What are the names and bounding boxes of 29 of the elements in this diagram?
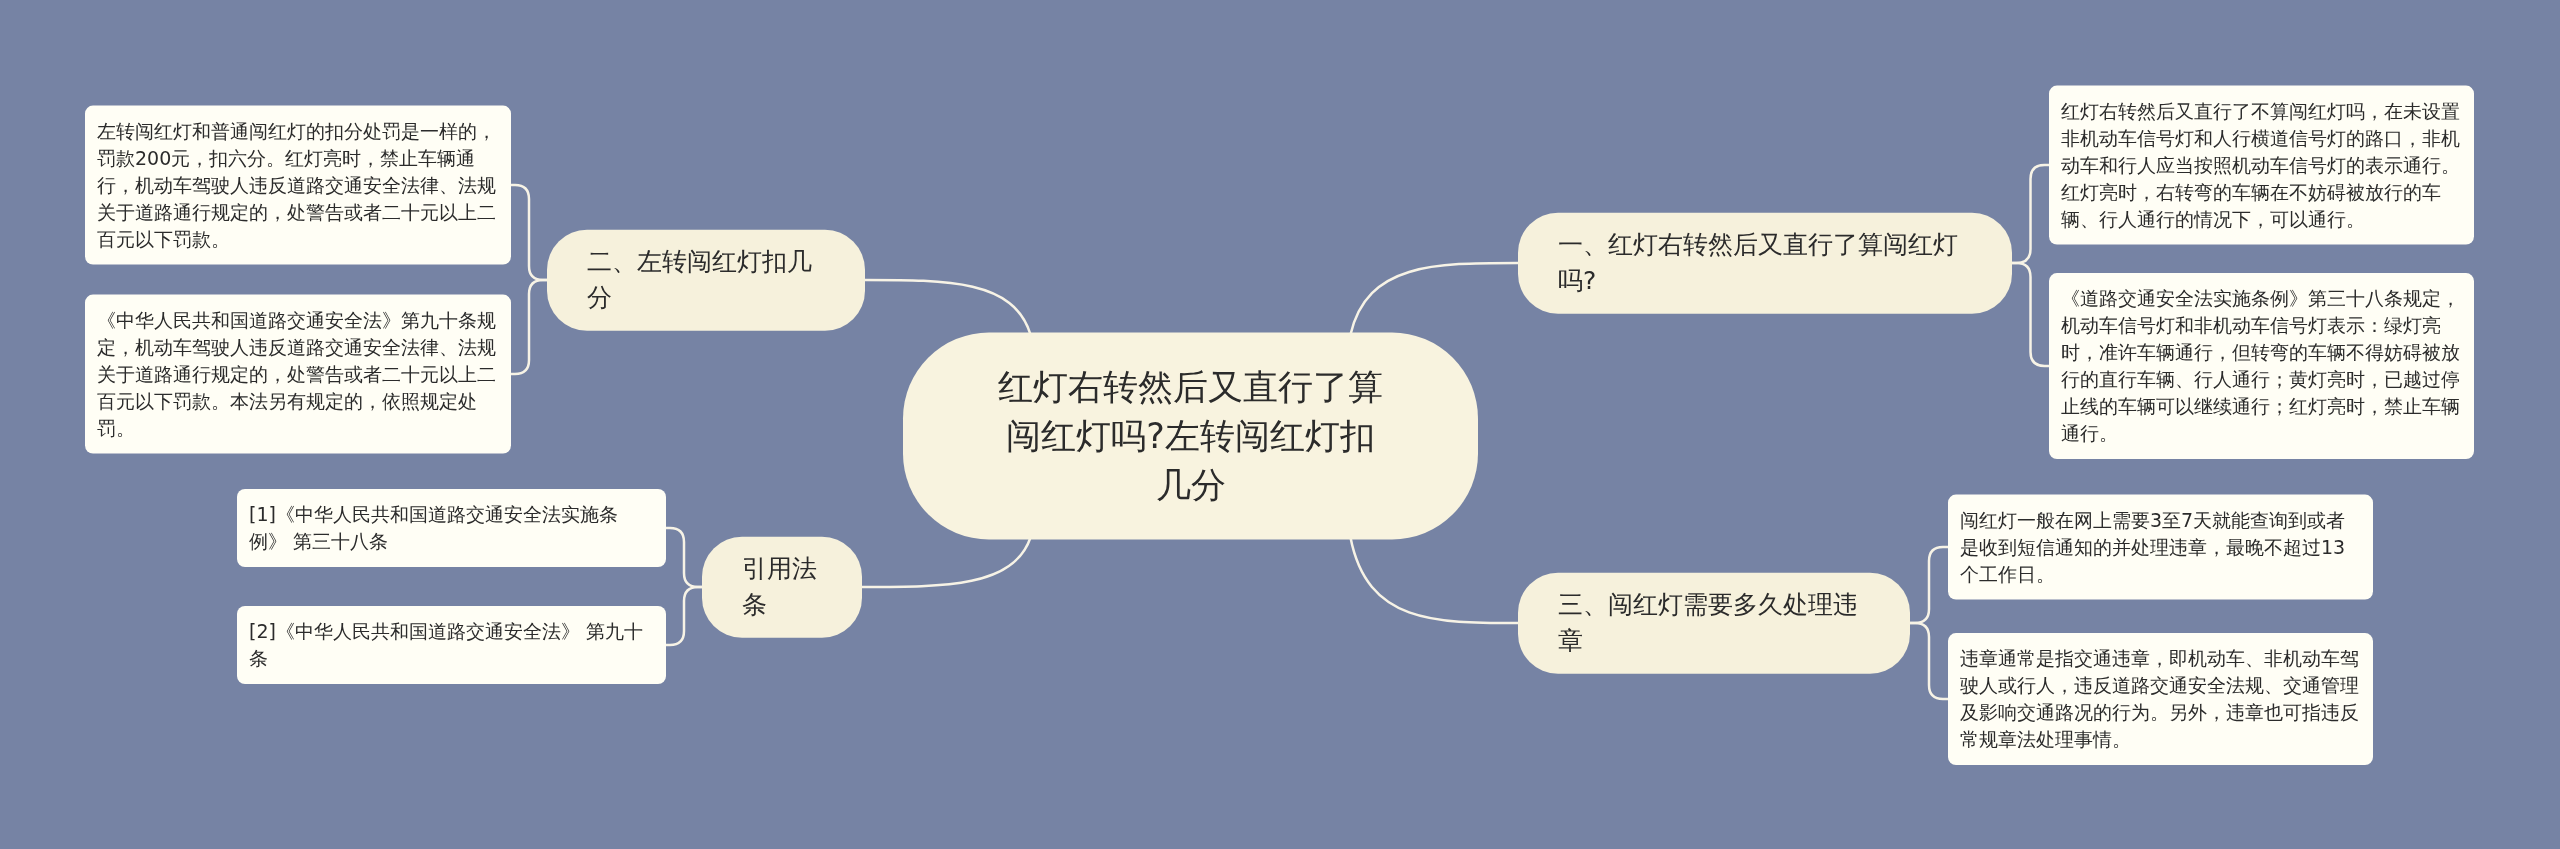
topic-text: 红灯右转然后又直行了算闯红灯吗?左转闯红灯扣几分 — [997, 365, 1384, 507]
topic-text: 二、左转闯红灯扣几分 — [587, 245, 813, 314]
note-card — [2049, 273, 2474, 459]
topic-text: [2]《中华人民共和国道路交通安全法》 第九十条 — [249, 619, 644, 671]
topic-text: [1]《中华人民共和国道路交通安全法实施条例》 第三十八条 — [249, 502, 619, 554]
topic-text: 左转闯红灯和普通闯红灯的扣分处罚是一样的，罚款200元，扣六分。红灯亮时，禁止车辆通行，机动车驾驶人违反道路交通安全法律、法规关于道路通行规定的，处警告或者二十元以上二百元以下罚款。 — [97, 118, 497, 252]
topic-text: 引用法条 — [742, 552, 818, 621]
note-card — [85, 105, 511, 265]
note-card — [85, 294, 511, 454]
note-card — [2049, 85, 2474, 245]
connector-line — [666, 585, 702, 647]
topic-text: 红灯右转然后又直行了不算闯红灯吗，在未设置非机动车信号灯和人行横道信号灯的路口，非机动车和行人应当按照机动车信号灯的表示通行。红灯亮时，右转弯的车辆在不妨碍被放行的车辆、行人通行的情况下，可以通行。 — [2061, 98, 2461, 232]
branch-topic — [1518, 572, 1910, 674]
topic-text: 《道路交通安全法实施条例》第三十八条规定，机动车信号灯和非机动车信号灯表示：绿灯亮时，准许车辆通行，但转弯的车辆不得妨碍被放行的直行车辆、行人通行；黄灯亮时，已越过停止线的车辆可以继续通行；红灯亮时，禁止车辆通行。 — [2061, 286, 2461, 446]
topic-text: 《中华人民共和国道路交通安全法》第九十条规定，机动车驾驶人违反道路交通安全法律、法规关于道路通行规定的，处警告或者二十元以上二百元以下罚款。本法另有规定的，依照规定处罚。 — [97, 307, 497, 441]
branch-topic — [1518, 212, 2012, 314]
connector-line — [865, 278, 1032, 335]
topic-text: 三、闯红灯需要多久处理违章 — [1558, 588, 1859, 657]
note-card — [237, 606, 666, 684]
branch-topic — [547, 229, 865, 331]
connector-line — [1349, 261, 1518, 335]
topic-text: 闯红灯一般在网上需要3至7天就能查询到或者是收到短信通知的并处理违章，最晚不超过13个工作日。 — [1960, 507, 2347, 587]
topic-text: 一、红灯右转然后又直行了算闯红灯吗? — [1558, 228, 1959, 297]
note-card — [1948, 494, 2373, 600]
note-card — [1948, 633, 2373, 765]
topic-text: 违章通常是指交通违章，即机动车、非机动车驾驶人或行人，违反道路交通安全法规、交通管理及影响交通路况的行为。另外，违章也可指违反常规章法处理事情。 — [1960, 646, 2360, 752]
branch-topic — [702, 536, 862, 638]
note-card — [237, 489, 666, 567]
connector-line — [1349, 537, 1518, 625]
